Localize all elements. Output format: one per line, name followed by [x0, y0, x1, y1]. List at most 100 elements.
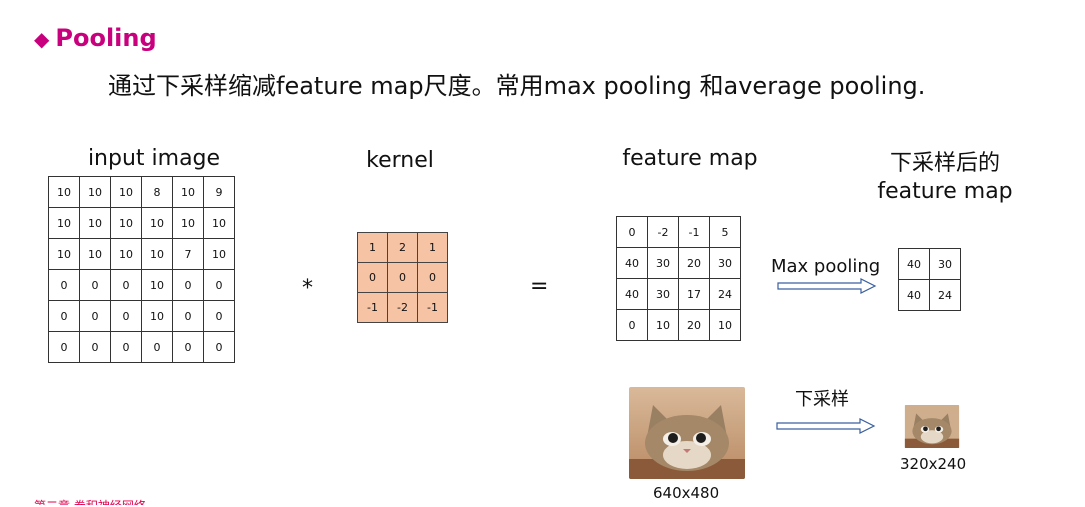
matrix-cell: 10: [110, 176, 142, 208]
matrix-cell: 0: [172, 269, 204, 301]
feature-map-label: feature map: [622, 146, 758, 171]
matrix-cell: 5: [709, 216, 741, 248]
matrix-cell: -1: [357, 292, 388, 323]
matrix-cell: 0: [48, 269, 80, 301]
matrix-cell: 0: [79, 300, 111, 332]
section-title: Pooling: [55, 24, 157, 52]
matrix-cell: 1: [357, 232, 388, 263]
footer-note: 第二章 卷积神经网络: [34, 497, 204, 505]
matrix-cell: 10: [647, 309, 679, 341]
kernel-label: kernel: [366, 148, 434, 173]
matrix-cell: 9: [203, 176, 235, 208]
matrix-cell: 2: [387, 232, 418, 263]
matrix-cell: 0: [79, 269, 111, 301]
matrix-cell: 10: [141, 238, 173, 270]
matrix-cell: 10: [203, 238, 235, 270]
max-pooling-label: Max pooling: [771, 256, 881, 277]
matrix-cell: 40: [898, 279, 930, 311]
max-pooling-arrow-icon: [777, 278, 877, 294]
matrix-cell: 0: [616, 216, 648, 248]
matrix-cell: 0: [48, 300, 80, 332]
matrix-cell: 17: [678, 278, 710, 310]
matrix-cell: 0: [141, 331, 173, 363]
equals-operator: =: [530, 274, 549, 299]
matrix-cell: 0: [203, 300, 235, 332]
matrix-cell: 10: [172, 207, 204, 239]
matrix-cell: 20: [678, 247, 710, 279]
matrix-cell: 10: [48, 207, 80, 239]
downsample-arrow-icon: [776, 418, 876, 434]
matrix-cell: 10: [110, 238, 142, 270]
kernel-matrix-row: -1-2-1: [357, 292, 448, 323]
large-image-caption: 640x480: [653, 484, 720, 502]
convolve-operator: *: [302, 276, 313, 301]
matrix-cell: 10: [110, 207, 142, 239]
diamond-bullet-icon: ◆: [34, 27, 50, 51]
downsample-label: 下采样: [795, 389, 849, 410]
matrix-cell: 0: [387, 262, 418, 293]
matrix-cell: 10: [141, 269, 173, 301]
matrix-cell: 1: [417, 232, 448, 263]
matrix-cell: 10: [141, 207, 173, 239]
matrix-cell: -1: [417, 292, 448, 323]
small-image-caption: 320x240: [900, 455, 967, 473]
subtitle: 通过下采样缩减feature map尺度。常用max pooling 和aver…: [108, 72, 926, 100]
matrix-cell: 30: [647, 247, 679, 279]
matrix-cell: 30: [929, 248, 961, 280]
input-image-label: input image: [87, 146, 221, 171]
matrix-cell: 10: [203, 207, 235, 239]
section-heading: ◆Pooling: [34, 24, 157, 52]
matrix-cell: 30: [709, 247, 741, 279]
matrix-cell: -2: [387, 292, 418, 323]
matrix-cell: 0: [172, 331, 204, 363]
matrix-cell: 24: [929, 279, 961, 311]
matrix-cell: 0: [79, 331, 111, 363]
matrix-cell: 0: [203, 269, 235, 301]
cat-photo-small: [904, 405, 960, 448]
matrix-cell: 20: [678, 309, 710, 341]
matrix-cell: 10: [141, 300, 173, 332]
matrix-cell: 40: [616, 278, 648, 310]
matrix-cell: 40: [616, 247, 648, 279]
matrix-cell: 10: [79, 207, 111, 239]
matrix-cell: 0: [417, 262, 448, 293]
matrix-cell: 40: [898, 248, 930, 280]
matrix-cell: 10: [48, 176, 80, 208]
matrix-cell: 30: [647, 278, 679, 310]
matrix-cell: 0: [357, 262, 388, 293]
downsampled-label: 下采样后的 feature map: [850, 150, 1040, 206]
matrix-cell: 10: [172, 176, 204, 208]
matrix-cell: 8: [141, 176, 173, 208]
matrix-cell: 0: [110, 269, 142, 301]
matrix-cell: 10: [709, 309, 741, 341]
downsampled-label-line2: feature map: [877, 179, 1013, 204]
matrix-cell: 0: [616, 309, 648, 341]
matrix-cell: 10: [79, 238, 111, 270]
matrix-cell: 24: [709, 278, 741, 310]
matrix-cell: 10: [79, 176, 111, 208]
matrix-cell: 0: [110, 300, 142, 332]
matrix-cell: 7: [172, 238, 204, 270]
matrix-cell: 0: [172, 300, 204, 332]
matrix-cell: 0: [203, 331, 235, 363]
cat-photo-large: [629, 387, 745, 479]
matrix-cell: 0: [110, 331, 142, 363]
